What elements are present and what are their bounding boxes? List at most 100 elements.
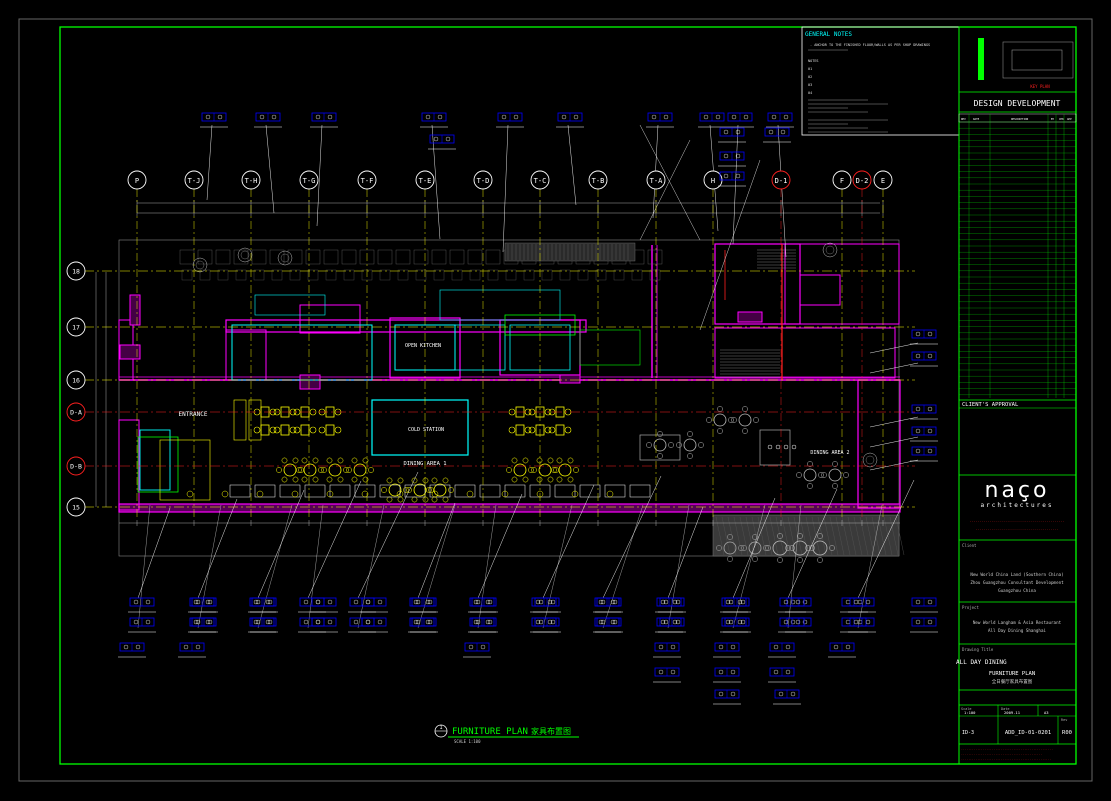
furniture-tag-61 — [723, 617, 751, 633]
furniture-tag-76 — [713, 642, 741, 658]
furniture-tag-19 — [910, 446, 938, 462]
furniture-tag-1 — [254, 112, 282, 128]
date-value: 2009.11 — [1004, 710, 1021, 715]
grid-col-bubble-f — [832, 170, 852, 190]
grid-col-bubble-t-j — [184, 170, 204, 190]
furniture-tag-5 — [556, 112, 584, 128]
general-notes-line-4: 02 — [808, 75, 812, 79]
room-label-entrance: ENTRANCE — [179, 411, 208, 418]
furniture-tag-45 — [468, 617, 496, 633]
furniture-tag-12 — [718, 151, 746, 167]
room-label-dining-area-2: DINING AREA 2 — [810, 450, 849, 456]
furniture-tag-40 — [408, 597, 436, 613]
drawing-title-chinese: 全日餐厅家具布置图 — [992, 678, 1033, 685]
room-label-cold-station: COLD STATION — [408, 427, 444, 433]
furniture-tag-78 — [828, 642, 856, 658]
furniture-tag-57 — [658, 617, 686, 633]
furniture-tag-80 — [713, 667, 741, 683]
grid-col-label-f: F — [840, 177, 844, 185]
furniture-tag-48 — [533, 597, 561, 613]
furniture-tag-13 — [718, 171, 746, 187]
grid-col-bubble-t-c — [530, 170, 550, 190]
furniture-tag-18 — [910, 426, 938, 442]
sheet-border — [59, 26, 1077, 765]
furniture-tag-75 — [653, 642, 681, 658]
grid-col-bubble-d-1 — [771, 170, 791, 190]
furniture-tag-68 — [848, 597, 876, 613]
client-line-3: Guangzhou China — [998, 588, 1036, 593]
grid-col-label-p: P — [135, 177, 139, 185]
furniture-tag-60 — [723, 597, 751, 613]
room-labels: ENTRANCE OPEN KITCHEN COLD STATION DININ… — [179, 343, 850, 467]
drawing-scale: SCALE 1:100 — [454, 739, 481, 744]
grid-col-bubble-d-2 — [852, 170, 872, 190]
furniture-tag-81 — [768, 667, 796, 683]
furniture-tag-65 — [778, 617, 806, 633]
furniture-tag-67 — [840, 617, 868, 633]
revision-header-5: APP — [1067, 117, 1072, 121]
furniture-tag-72 — [118, 642, 146, 658]
firm-subtitle: architectures — [981, 502, 1054, 509]
drawing-area: ALL DAY DINING — [956, 659, 1007, 666]
grid-col-label-t-h: T-H — [245, 177, 258, 185]
key-plan-label: KEY PLAN — [1030, 84, 1050, 89]
sheet-size: A3 — [1044, 710, 1049, 715]
furniture-tag-49 — [533, 617, 561, 633]
grid-col-label-e: E — [881, 177, 885, 185]
furniture-tags — [118, 112, 938, 705]
furniture-tag-52 — [593, 597, 621, 613]
grid-col-bubble-e — [873, 170, 893, 190]
svg-text:..............................: ........................................… — [969, 519, 1064, 523]
furniture-tag-14 — [763, 127, 791, 143]
furniture-tag-15 — [910, 329, 938, 345]
revision-header-1: DATE — [973, 117, 980, 121]
drawn-by: ID-3 — [962, 730, 974, 736]
grid-col-label-t-b: T-B — [592, 177, 605, 185]
furniture-tag-69 — [848, 617, 876, 633]
grid-col-label-h: H — [711, 177, 715, 185]
furniture-tag-6 — [646, 112, 674, 128]
general-notes-line-1: - ANCHOR TO THE FINISHED FLOOR/WALLS AS … — [810, 43, 930, 47]
furniture-tag-37 — [348, 617, 376, 633]
grid-row-label-16: 16 — [72, 377, 80, 385]
grid-row-label-17: 17 — [72, 324, 80, 332]
grid-col-label-t-g: T-G — [303, 177, 316, 185]
furniture-tag-7 — [698, 112, 726, 128]
grid-col-label-t-c: T-C — [534, 177, 547, 185]
furniture-tag-32 — [298, 597, 326, 613]
furniture-tag-79 — [653, 667, 681, 683]
general-notes-panel: GENERAL NOTES - ANCHOR TO THE FINISHED F… — [801, 26, 960, 136]
grid-col-bubble-t-d — [473, 170, 493, 190]
furniture-tag-2 — [310, 112, 338, 128]
drawing-title-text: FURNITURE PLAN — [452, 727, 528, 737]
furniture-tag-20 — [128, 597, 156, 613]
general-notes-line-6: 04 — [808, 91, 812, 95]
furniture-tag-16 — [910, 351, 938, 367]
furniture-tag-74 — [463, 642, 491, 658]
client-label: Client — [962, 543, 977, 548]
rev-label: Rev — [1061, 718, 1067, 722]
furniture-tag-11 — [718, 127, 746, 143]
drawing-title-number: 1 — [439, 725, 442, 731]
grid-row-bubble-d-a — [66, 402, 86, 422]
furniture-tag-21 — [128, 617, 156, 633]
furniture-tag-8 — [726, 112, 754, 128]
general-notes-title: GENERAL NOTES — [805, 31, 852, 38]
grid-col-label-t-e: T-E — [419, 177, 432, 185]
room-label-open-kitchen: OPEN KITCHEN — [405, 343, 441, 349]
furniture-tag-77 — [768, 642, 796, 658]
furniture-tag-17 — [910, 404, 938, 420]
grid-row-bubble-18 — [66, 261, 86, 281]
furniture-tag-9 — [766, 112, 794, 128]
grid-col-label-d-2: D-2 — [856, 177, 869, 185]
furniture-tag-70 — [910, 597, 938, 613]
svg-text:..............................: ........................................… — [961, 747, 1053, 751]
furniture-tag-44 — [468, 597, 496, 613]
general-notes-line-5: 03 — [808, 83, 812, 87]
grid-col-bubble-p — [127, 170, 147, 190]
firm-logo: naço — [985, 478, 1050, 503]
key-plan — [1002, 41, 1074, 79]
